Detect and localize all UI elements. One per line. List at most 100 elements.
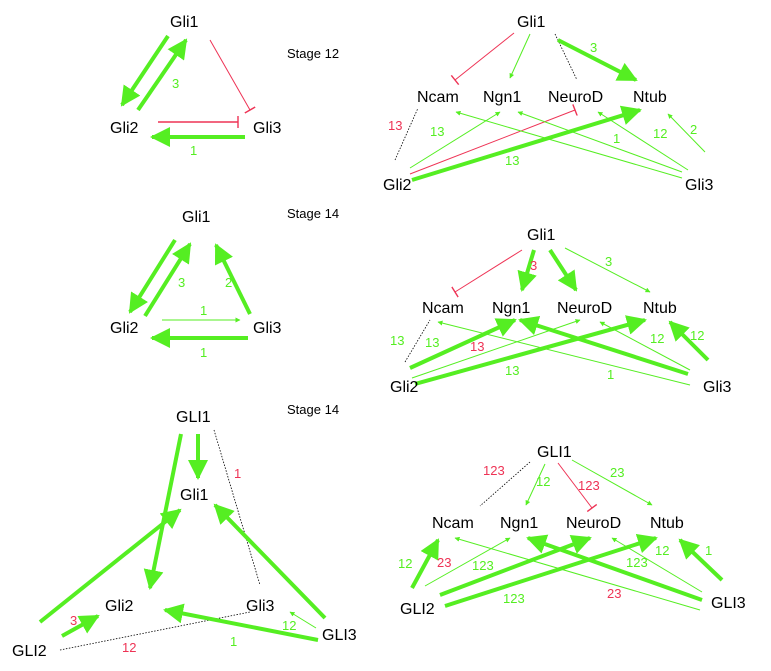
target-node-ntub: Ntub <box>633 89 667 106</box>
edge-label: 3 <box>178 275 185 290</box>
edge-GLI3-ngn1 <box>526 534 703 602</box>
edge-label: 12 <box>690 328 704 343</box>
edge-label: 1 <box>607 367 614 382</box>
edge-label: 13 <box>470 339 484 354</box>
edge-gli3-ntub <box>668 320 710 362</box>
edge-gli1-ntub <box>557 38 638 82</box>
edge-gli3-ntub <box>667 113 706 153</box>
edge-gli3-ncam <box>437 320 691 386</box>
edge-label: 12 <box>650 331 664 346</box>
edge-label: 123 <box>626 555 648 570</box>
edge-label: 13 <box>505 153 519 168</box>
edge-label: 1 <box>705 543 712 558</box>
edge-label: 12 <box>536 474 550 489</box>
edge-GLI3-gli1 <box>213 503 327 620</box>
edge-gli1-ncam-repression <box>451 249 523 298</box>
edge-label: 123 <box>472 558 494 573</box>
edge-label: 12 <box>653 126 667 141</box>
edge-GLI1-ncam-unknown <box>479 461 531 507</box>
edge-label: 23 <box>607 586 621 601</box>
edge-gli2-ngn1 <box>409 318 517 370</box>
edge-label: 123 <box>578 478 600 493</box>
target-node-gli3: Gli3 <box>685 177 714 194</box>
edge-GLI2-gli1 <box>38 508 182 624</box>
edge-GLI3-ncam <box>454 536 701 611</box>
edge-gli2-ncam-unknown <box>394 107 419 161</box>
target-node-ngn1: Ngn1 <box>483 89 521 106</box>
edge-label: 2 <box>690 122 697 137</box>
target-node-gli1: Gli1 <box>517 14 546 31</box>
edge-gli1-gli3-repression <box>209 39 256 114</box>
edge-gli2-gli1 <box>143 242 192 318</box>
edge-gli2-neurod-repression <box>409 104 578 175</box>
node-gli1: Gli1 <box>182 209 211 226</box>
edge-label: 23 <box>610 465 624 480</box>
edge-gli1-gli2 <box>128 238 177 314</box>
node-GLI2: GLI2 <box>12 643 47 660</box>
stage-label: Stage 14 <box>287 206 339 221</box>
edge-label: 3 <box>605 254 612 269</box>
node-GLI1: GLI1 <box>176 409 211 426</box>
panel-stage-12: Stage 12 3 1 Gli1 Gli2 Gli3 3 13 13 13 1… <box>110 14 714 194</box>
edge-GLI3-ntub <box>678 538 724 582</box>
edge-gli3-ngn1 <box>518 315 689 376</box>
edge-label: 123 <box>503 591 525 606</box>
target-node-ncam: Ncam <box>417 89 459 106</box>
target-node-GLI3: GLI3 <box>711 595 746 612</box>
edge-gli1-gli2 <box>120 34 170 107</box>
target-node-gli2: Gli2 <box>383 177 412 194</box>
target-node-ncam: Ncam <box>422 300 464 317</box>
edge-GLI2-gli2 <box>61 614 100 638</box>
edge-gli1-ncam-repression <box>450 32 515 86</box>
edge-label: 1 <box>200 345 207 360</box>
edge-label: 13 <box>425 335 439 350</box>
edge-label: 3 <box>70 613 77 628</box>
edge-gli2-gli1 <box>136 38 188 112</box>
target-node-ngn1: Ngn1 <box>492 300 530 317</box>
target-node-ntub: Ntub <box>643 300 677 317</box>
target-node-GLI1: GLI1 <box>537 444 572 461</box>
edge-label: 13 <box>388 118 402 133</box>
target-node-neurod: NeuroD <box>566 515 621 532</box>
edge-gli1-neurod <box>548 248 578 292</box>
edge-gli1-ngn1 <box>509 33 531 79</box>
stage-label: Stage 14 <box>287 402 339 417</box>
edge-gli2-ntub <box>411 105 642 182</box>
edge-label: 23 <box>437 555 451 570</box>
target-node-neurod: NeuroD <box>557 300 612 317</box>
edge-label: 2 <box>225 275 232 290</box>
edge-label: 13 <box>430 124 444 139</box>
edge-label: 1 <box>200 303 207 318</box>
target-node-GLI2: GLI2 <box>400 601 435 618</box>
target-node-gli2: Gli2 <box>390 379 419 396</box>
stage-label: Stage 12 <box>287 46 339 61</box>
target-node-ngn1: Ngn1 <box>500 515 538 532</box>
edge-label: 1 <box>613 131 620 146</box>
edge-GLI1-ntub <box>571 459 653 506</box>
edge-label: 12 <box>398 556 412 571</box>
edge-label: 1 <box>234 466 241 481</box>
edge-label: 12 <box>282 618 296 633</box>
edge-label: 3 <box>590 40 597 55</box>
node-gli3: Gli3 <box>246 598 275 615</box>
edge-GLI1-ngn1 <box>525 463 546 506</box>
edge-GLI1-gli3-unknown <box>213 429 261 586</box>
edge-label: 123 <box>483 463 505 478</box>
edge-GLI2-neurod <box>439 535 592 597</box>
edge-GLI2-gli3-unknown <box>59 611 251 651</box>
edge-gli3-gli1 <box>214 243 252 315</box>
target-node-gli1: Gli1 <box>527 227 556 244</box>
edge-label: 3 <box>172 76 179 91</box>
edge-gli1-ntub <box>564 247 651 293</box>
target-node-ntub: Ntub <box>650 515 684 532</box>
edge-label: 1 <box>230 634 237 649</box>
node-gli2: Gli2 <box>105 598 134 615</box>
edge-label: 1 <box>190 143 197 158</box>
edge-gli3-neurod <box>597 111 689 171</box>
node-gli1: Gli1 <box>170 14 199 31</box>
target-node-ncam: Ncam <box>432 515 474 532</box>
node-gli3: Gli3 <box>253 120 282 137</box>
node-gli3: Gli3 <box>253 320 282 337</box>
edge-GLI1-neurod-repression <box>557 462 598 513</box>
